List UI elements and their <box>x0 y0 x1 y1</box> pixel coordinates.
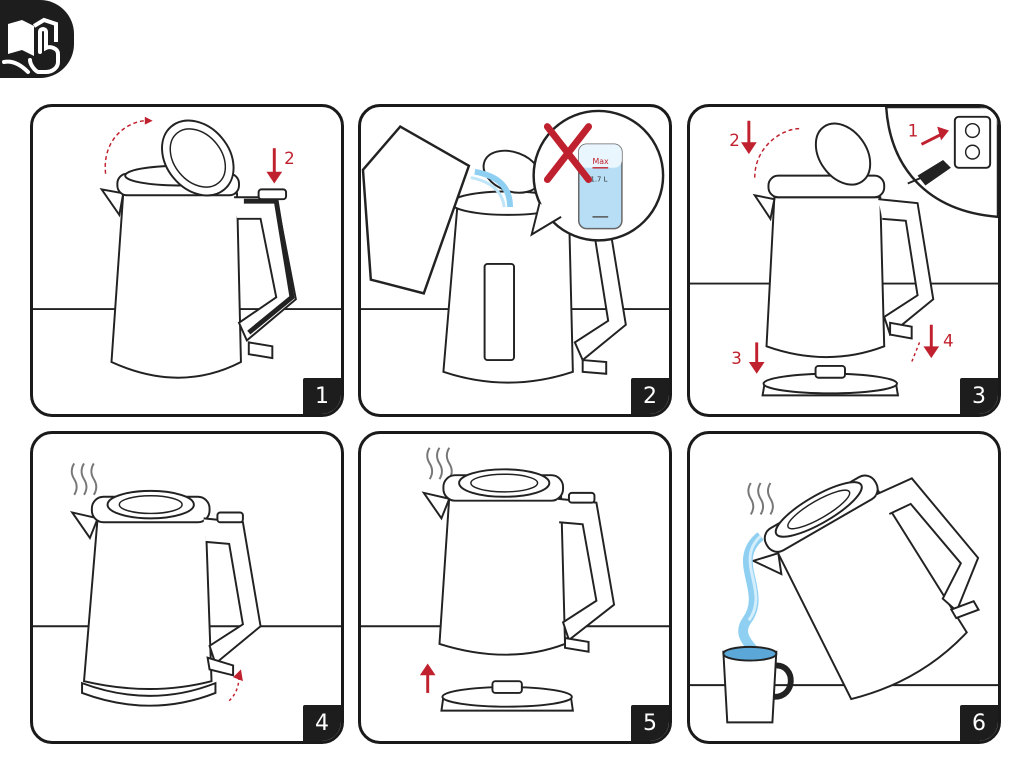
step-number: 3 <box>960 378 998 414</box>
step-6-panel: 6 <box>687 431 1001 744</box>
step-number: 6 <box>960 705 998 741</box>
plug-in-illustration: 1 2 3 4 <box>690 107 998 397</box>
callout-1: 1 <box>908 121 919 140</box>
open-lid-illustration: 2 <box>33 116 341 379</box>
step-3-panel: 1 2 3 4 3 <box>687 104 1001 417</box>
callout-4: 4 <box>943 331 954 350</box>
step-5-panel: 5 <box>358 431 672 744</box>
step-2-panel: Max 1.7 L 2 <box>358 104 672 417</box>
fill-water-illustration: Max 1.7 L <box>361 109 669 384</box>
manual-hand-book-icon <box>0 0 74 78</box>
step-number: 1 <box>303 378 341 414</box>
callout-2: 2 <box>729 131 740 150</box>
step-4-panel: 4 <box>30 431 344 744</box>
callout-2: 2 <box>284 149 295 168</box>
volume-label: 1.7 L <box>591 176 608 184</box>
step-number: 2 <box>631 378 669 414</box>
step-number: 5 <box>631 705 669 741</box>
step-1-panel: 2 1 <box>30 104 344 417</box>
lift-off-illustration <box>361 447 669 712</box>
callout-3: 3 <box>731 349 742 368</box>
pour-water-illustration <box>690 474 998 724</box>
step-number: 4 <box>303 705 341 741</box>
switch-on-illustration <box>33 462 341 707</box>
max-label: Max <box>592 157 609 166</box>
